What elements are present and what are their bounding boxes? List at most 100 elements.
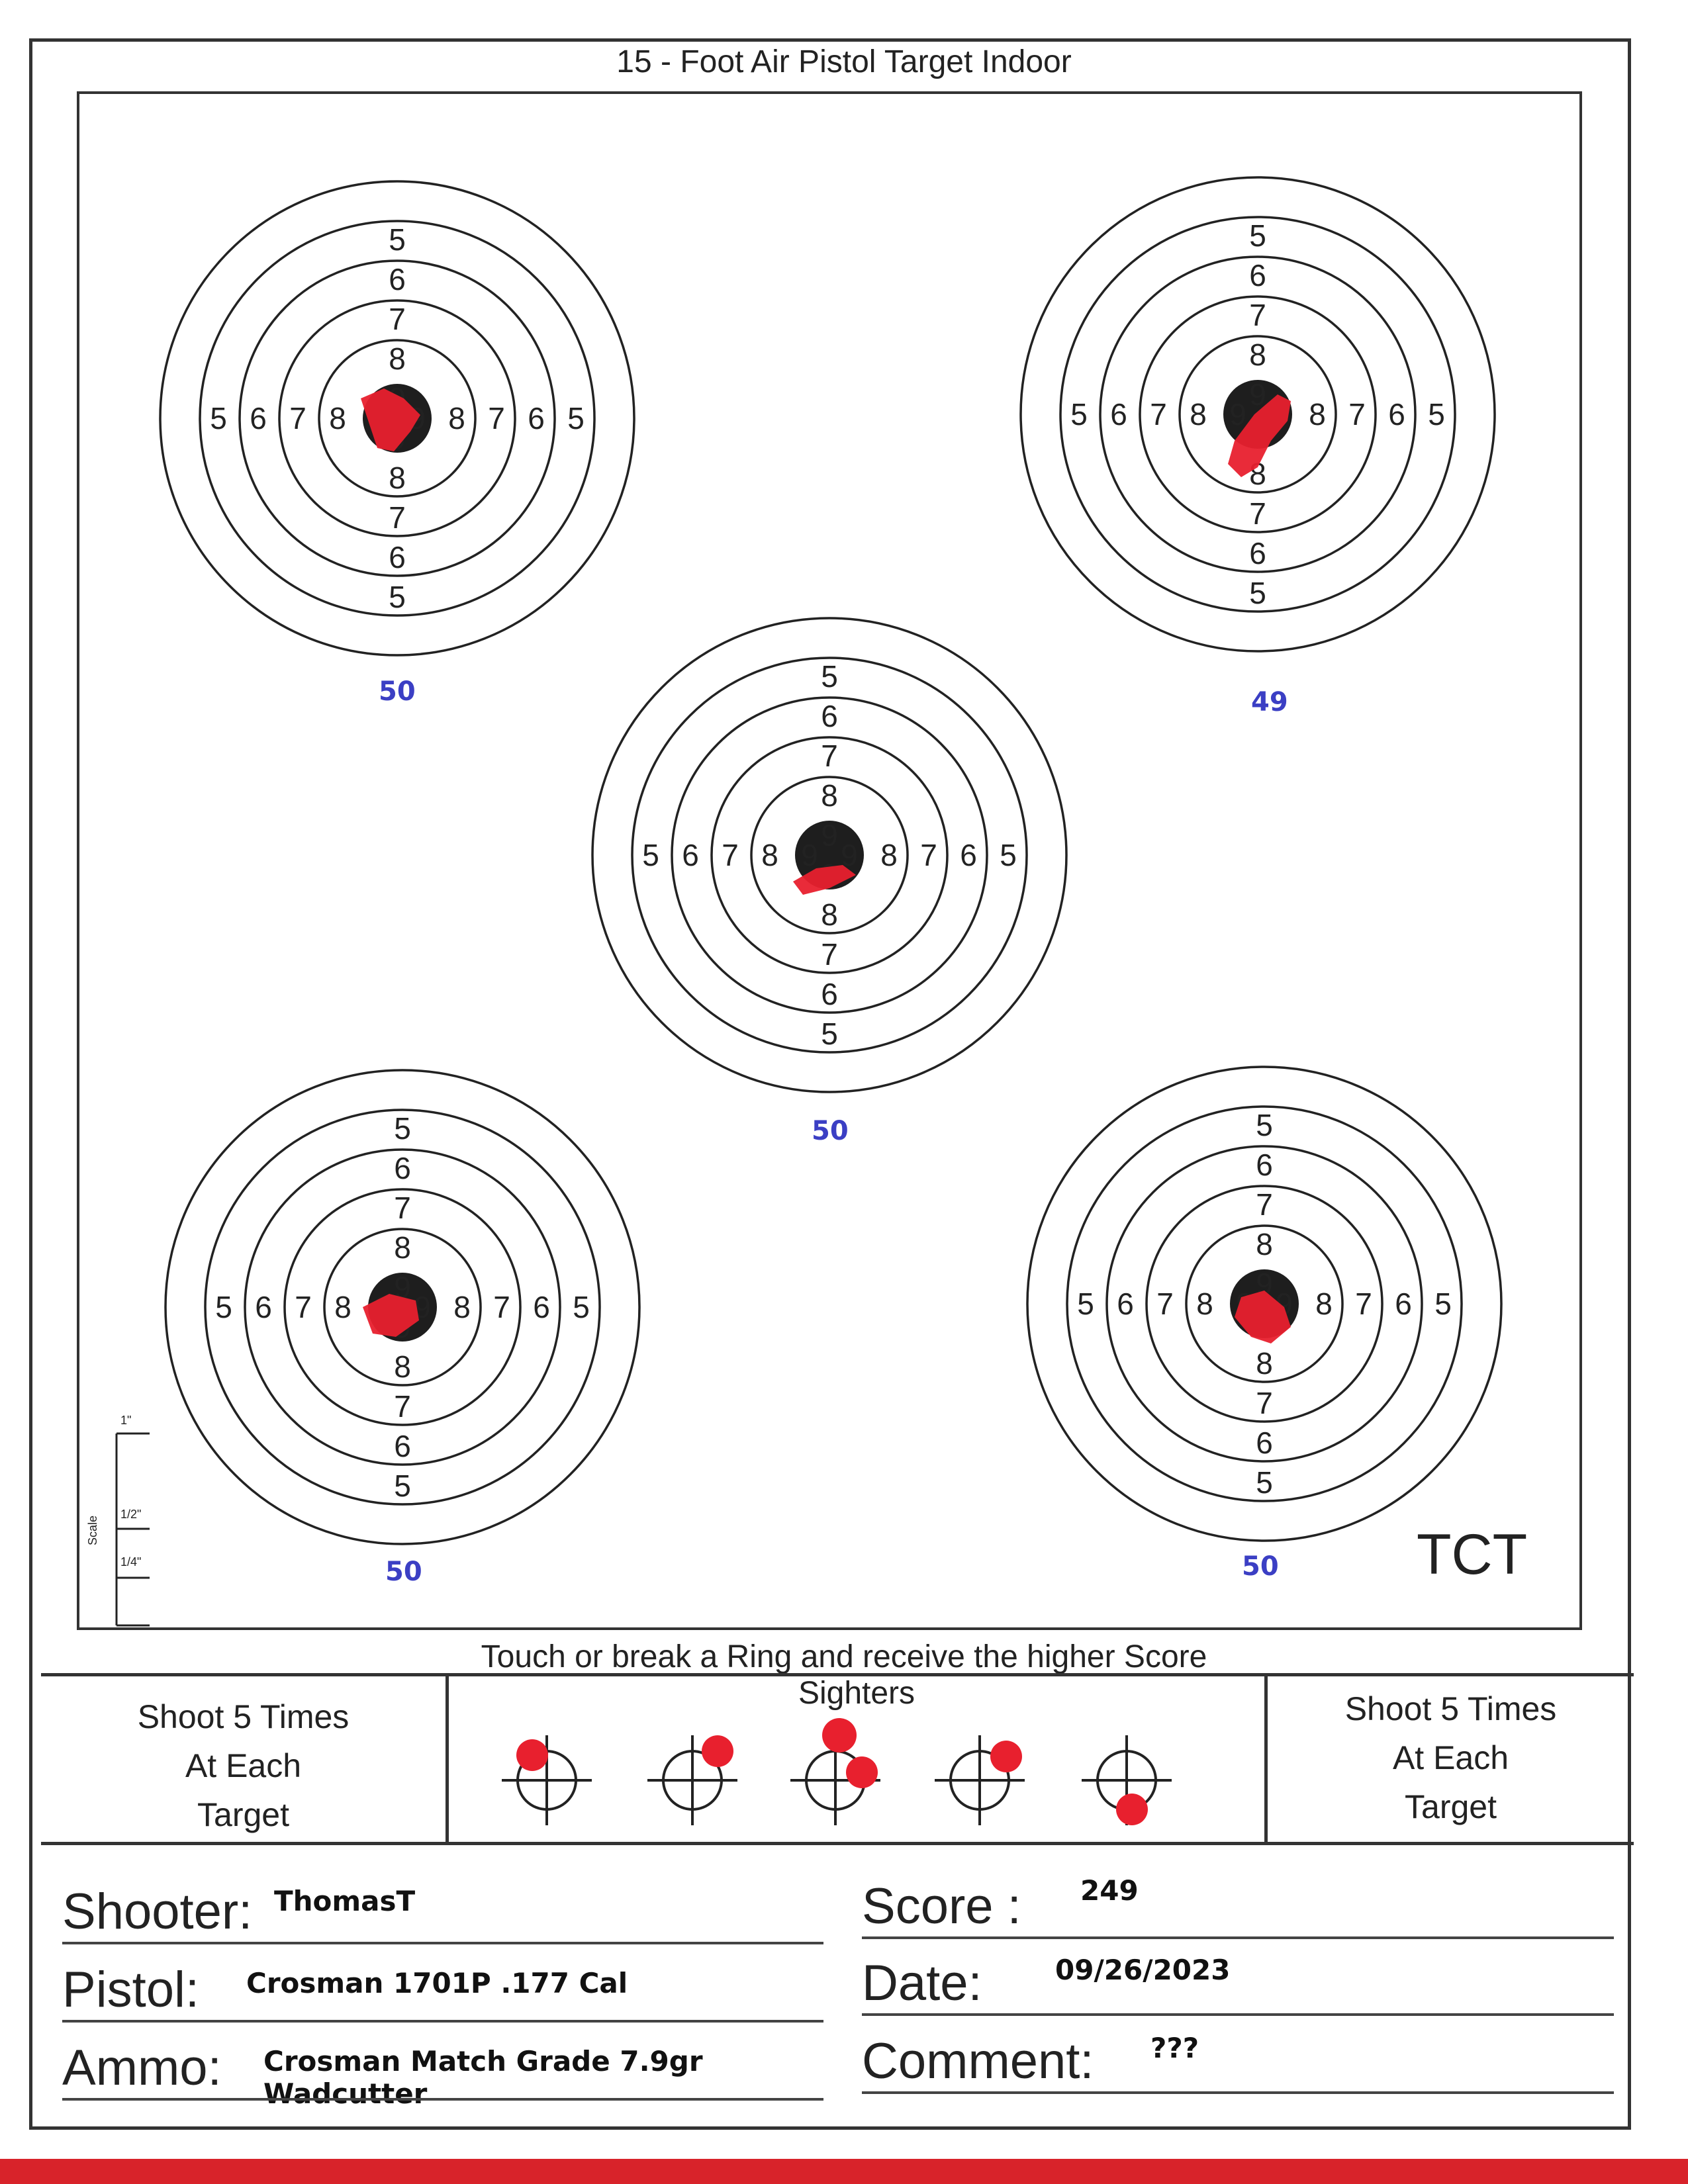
ring-6	[1059, 216, 1456, 613]
sheet-title: 15 - Foot Air Pistol Target Indoor	[616, 44, 1072, 79]
ring-number-left: 5	[210, 401, 227, 435]
ring-number-right: 5	[1434, 1287, 1452, 1321]
ring-5	[591, 617, 1068, 1093]
ring-9	[1185, 1224, 1344, 1383]
sighter-hit	[702, 1735, 733, 1767]
score-center: 50	[812, 1116, 849, 1146]
ring-number-top: 6	[1249, 258, 1266, 293]
ring-8	[710, 736, 949, 974]
ring-number-top: 7	[394, 1191, 411, 1225]
ring-number-bottom: 8	[821, 897, 838, 932]
target-area	[77, 91, 1582, 1630]
ring-number-left: 7	[1156, 1287, 1174, 1321]
ring-number-top: 7	[821, 739, 838, 773]
ring-number-left: 7	[289, 401, 306, 435]
ring-5	[159, 180, 635, 657]
ring-7	[671, 696, 988, 1014]
score-field: Score : 249	[862, 1874, 1614, 1939]
target-bottom-right: 55556666777788889999	[1026, 1066, 1503, 1542]
ring-number-top: 5	[821, 659, 838, 694]
ring-number-left: 6	[1110, 397, 1127, 432]
ring-9	[750, 776, 909, 934]
shot-hole-cluster	[1228, 394, 1291, 477]
ammo-label: Ammo:	[62, 2040, 222, 2096]
score-top-right: 49	[1251, 687, 1288, 717]
ring-number-bottom: 7	[1256, 1386, 1273, 1420]
ring-8	[278, 299, 516, 537]
ring-number-top: 7	[1256, 1187, 1273, 1222]
ring-6	[1066, 1105, 1463, 1502]
ring-number-bottom: 6	[821, 977, 838, 1011]
ring-number-right: 8	[448, 401, 465, 435]
ring-number-bottom: 6	[394, 1429, 411, 1463]
ring-number-top: 6	[389, 262, 406, 296]
ring-number-top: 8	[394, 1230, 411, 1265]
pistol-field: Pistol: Crosman 1701P .177 Cal	[62, 1962, 823, 2023]
target-top-left: 55556666777788889999	[159, 180, 635, 657]
ring-number-bottom: 7	[821, 937, 838, 972]
ring-number-top: 5	[394, 1111, 411, 1146]
target-top-right: 55556666777788889999	[1019, 176, 1496, 653]
ring-number-right: 7	[920, 838, 937, 872]
target-center: 55556666777788889999	[591, 617, 1068, 1093]
score-top-left: 50	[379, 676, 416, 707]
ring-number-left: 7	[295, 1290, 312, 1324]
shooter-label: Shooter:	[62, 1884, 253, 1940]
instr-left-line1: Shoot 5 Times	[137, 1698, 350, 1735]
sighter-hit	[990, 1741, 1022, 1772]
comment-field: Comment: ???	[862, 2032, 1614, 2094]
ring-number-bottom: 7	[389, 500, 406, 535]
ring-8	[1145, 1185, 1383, 1423]
ring-number-right: 5	[573, 1290, 590, 1324]
ring-number-right: 6	[528, 401, 545, 435]
ammo-value: Crosman Match Grade 7.9gr Wadcutter	[263, 2045, 703, 2110]
ring-6	[199, 220, 596, 617]
total-score-value: 249	[1080, 1874, 1139, 1907]
shot-hole-cluster	[1235, 1291, 1291, 1343]
ring-number-right: 6	[533, 1290, 550, 1324]
ring-number-right: 8	[453, 1290, 471, 1324]
sighter-hit	[846, 1756, 878, 1788]
sighter-band: Shoot 5 Times At Each Target Sighters Sh…	[41, 1673, 1634, 1845]
scale-mark-quarter: 1/4"	[120, 1555, 142, 1569]
ring-number-bottom: 8	[1256, 1346, 1273, 1381]
instr-right-line2: At Each	[1392, 1739, 1509, 1776]
ring-number-bottom: 5	[821, 1017, 838, 1051]
ring-number-top: 5	[389, 222, 406, 257]
ring-number-bottom: 8	[389, 461, 406, 495]
ring-number-right: 8	[880, 838, 898, 872]
ammo-field: Ammo: Crosman Match Grade 7.9gr Wadcutte…	[62, 2040, 823, 2110]
ring-number-top: 9	[1249, 377, 1266, 412]
ring-number-left: 7	[722, 838, 739, 872]
ring-number-left: 6	[1117, 1287, 1134, 1321]
ring-number-bottom: 6	[389, 540, 406, 574]
ring-number-bottom: 5	[1256, 1465, 1273, 1500]
ring-number-bottom: 8	[394, 1349, 411, 1384]
ring-number-bottom: 6	[1256, 1426, 1273, 1460]
date-field: Date: 09/26/2023	[862, 1954, 1614, 2016]
instr-left-line2: At Each	[185, 1747, 302, 1784]
ring-number-left: 5	[215, 1290, 232, 1324]
ring-number-right: 8	[1315, 1287, 1333, 1321]
ring-6	[631, 657, 1028, 1054]
shooter-info-form: Shooter: ThomasT Pistol: Crosman 1701P .…	[41, 1845, 1634, 2130]
ring-number-right: 5	[567, 401, 585, 435]
pistol-line	[62, 2020, 823, 2023]
ring-number-left: 6	[255, 1290, 272, 1324]
ring-number-top: 8	[1256, 1227, 1273, 1261]
date-line	[862, 2013, 1614, 2016]
ring-number-left: 5	[1070, 397, 1088, 432]
ring-number-top: 7	[389, 302, 406, 336]
bottom-red-strip	[0, 2159, 1688, 2184]
ring-number-left: 8	[1196, 1287, 1213, 1321]
pistol-label: Pistol:	[62, 1962, 199, 2018]
ring-number-top: 6	[394, 1151, 411, 1185]
ring-number-bottom: 5	[1249, 576, 1266, 610]
ring-number-top: 7	[1249, 298, 1266, 332]
ring-number-bottom: 7	[1249, 496, 1266, 531]
ring-number-left: 6	[250, 401, 267, 435]
shooter-value: ThomasT	[274, 1885, 416, 1917]
scale-mark-1in: 1"	[120, 1414, 132, 1427]
ring-number-right: 7	[488, 401, 505, 435]
ring-number-right: 7	[1348, 397, 1366, 432]
